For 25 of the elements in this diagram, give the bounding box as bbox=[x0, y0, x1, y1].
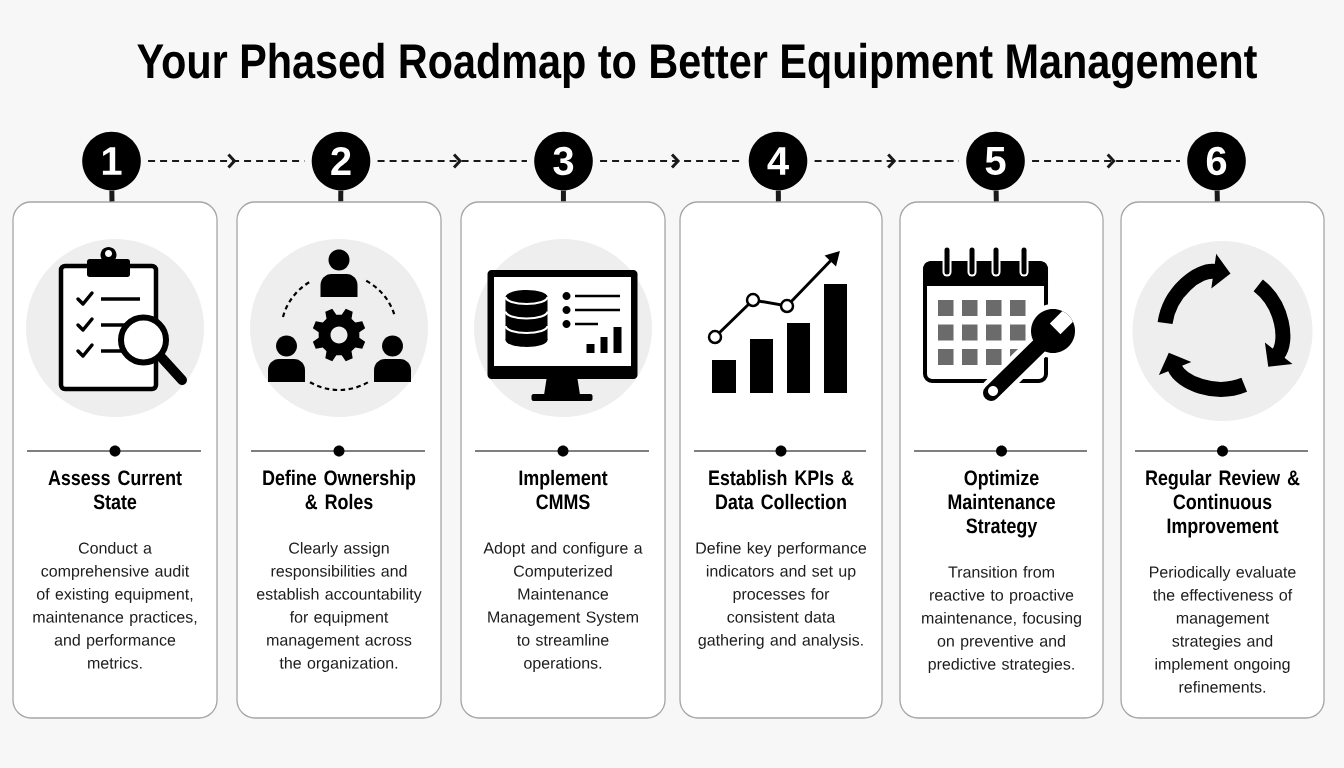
step-card bbox=[1120, 201, 1325, 719]
step-heading: Define Ownership & Roles bbox=[263, 469, 416, 510]
connector-line bbox=[1214, 190, 1220, 202]
step-card bbox=[12, 201, 218, 719]
connector-line bbox=[993, 190, 999, 202]
step-heading: Assess Current State bbox=[48, 470, 182, 510]
step-description: Clearly assign responsibilities and establish accountability for equipment management across the organization. bbox=[256, 542, 422, 672]
step-description: Conduct a comprehensive audit of existing equipment, maintenance practices, and performance metrics. bbox=[33, 542, 197, 669]
step-heading: Optimize Maintenance Strategy bbox=[948, 469, 1055, 538]
connector-line bbox=[338, 190, 344, 202]
step-card bbox=[899, 201, 1104, 719]
step-card bbox=[236, 201, 442, 719]
step-description: Define key performance indicators and set up processes for consistent data gathering and analysis. bbox=[696, 542, 867, 649]
step-description: Adopt and configure a Computerized Maintenance Management System to streamline operations. bbox=[483, 542, 643, 672]
title: Your Phased Roadmap to Better Equipment Management bbox=[137, 42, 1257, 89]
connector-line bbox=[109, 190, 115, 202]
step-description: Periodically evaluate the effectiveness of management strategies and implement ongoing refinements. bbox=[1150, 566, 1296, 693]
step-heading: Implement CMMS bbox=[519, 469, 608, 510]
connector-line bbox=[560, 190, 566, 202]
step-card bbox=[460, 201, 666, 719]
step-card bbox=[679, 201, 883, 719]
step-heading: Regular Review & Continuous Improvement bbox=[1146, 469, 1300, 538]
connector-line bbox=[775, 190, 781, 202]
step-description: Transition from reactive to proactive maintenance, focusing on preventive and predictive strategies. bbox=[922, 566, 1081, 673]
step-heading: Establish KPIs & Data Collection bbox=[709, 469, 854, 510]
